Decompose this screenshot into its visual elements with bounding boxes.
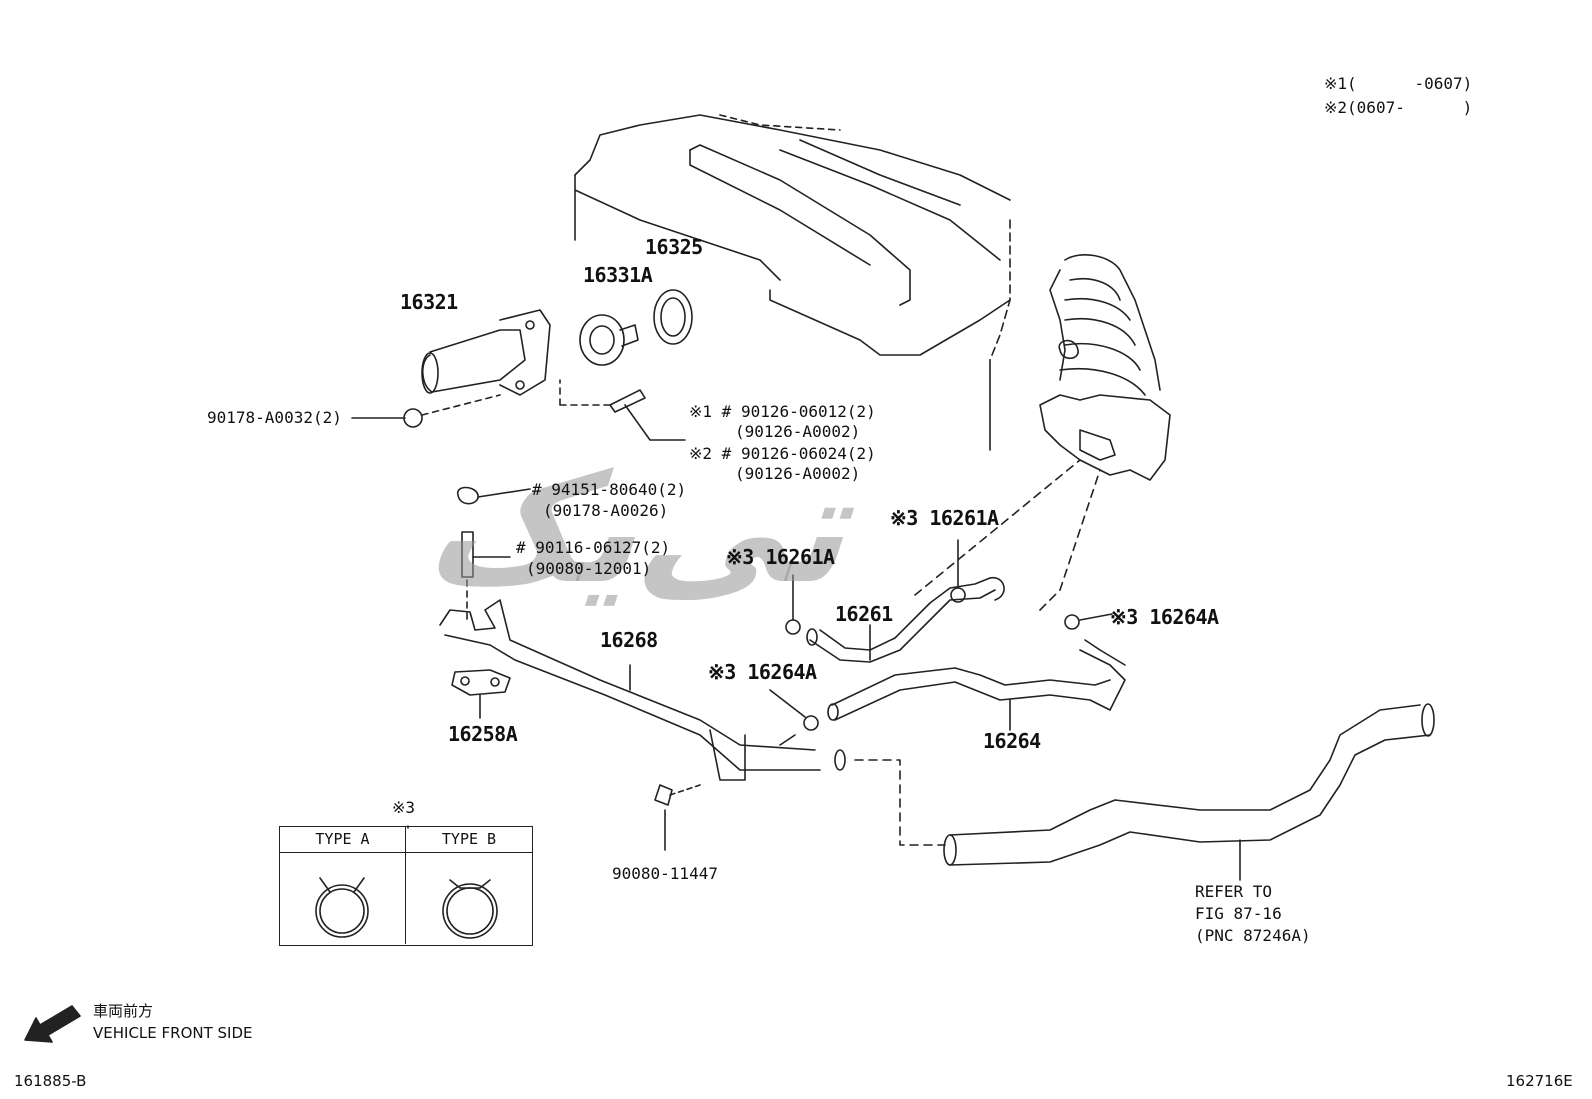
part-label-16264A-left: ※3 16264A [708,660,817,684]
part-label-16264A-right: ※3 16264A [1110,605,1219,629]
legend-clamp-type-a-drawing [315,877,369,938]
thermostat-drawing [579,314,639,366]
part-label-90126-06012: ※1 # 90126-06012(2) [689,402,876,421]
vehicle-front-jp: 車両前方 [93,1002,154,1020]
figure-code-left: 161885-B [14,1072,87,1090]
part-label-90126-A0002-a: (90126-A0002) [735,422,861,441]
nut-drawing [351,379,611,428]
vehicle-front-arrow-icon [24,1005,81,1043]
part-label-90126-A0002-b: (90126-A0002) [735,464,861,483]
hose-16261-drawing [806,577,1005,663]
part-label-16261: 16261 [835,602,893,626]
legend-title: ※3 [392,798,416,817]
clamp-type-legend: TYPE A TYPE B [279,826,533,946]
clamps-drawing [769,539,1113,731]
stud-drawing [609,389,686,441]
part-label-94151-80640: # 94151-80640(2) [532,480,687,499]
variant-note-2: ※2(0607- ) [1324,98,1473,117]
variant-note-1: ※1( -0607) [1324,74,1473,93]
bracket-fasteners-drawing [457,486,531,621]
dashed-leaders [854,459,1101,846]
refer-line-1: REFER TO [1195,882,1273,901]
vehicle-front-en: VEHICLE FRONT SIDE [93,1024,253,1042]
refer-line-2: FIG 87-16 [1195,904,1282,923]
part-label-90178-A0032: 90178-A0032(2) [207,408,342,427]
part-label-90126-06024: ※2 # 90126-06024(2) [689,444,876,463]
plate-gasket-drawing [451,669,511,719]
engine-block [574,114,1011,451]
legend-type-b-label: TYPE B [406,827,532,853]
part-label-16331A: 16331A [583,263,653,287]
part-label-16264: 16264 [983,729,1041,753]
legend-clamp-type-b-drawing [442,879,498,939]
part-label-16268: 16268 [600,628,658,652]
part-label-90116-06127: # 90116-06127(2) [516,538,671,557]
bypass-pipe-drawing [439,599,846,781]
hose-16264-drawing [827,639,1126,731]
part-label-16325: 16325 [645,235,703,259]
legend-type-a-label: TYPE A [280,827,405,853]
part-label-90178-A0026: (90178-A0026) [543,501,669,520]
legend-cell-type-b: TYPE B [406,827,532,944]
part-label-16261A-right: ※3 16261A [890,506,999,530]
part-label-16258A: 16258A [448,722,518,746]
figure-code-right: 162716E [1506,1072,1573,1090]
refer-line-3: (PNC 87246A) [1195,926,1311,945]
inlet-hose-assembly [1039,254,1171,481]
radiator-hose-drawing [943,703,1435,881]
bolt-drawing [654,784,701,851]
gasket-drawing [653,289,693,345]
part-label-16261A-left: ※3 16261A [726,545,835,569]
part-label-90080-11447: 90080-11447 [612,864,718,883]
part-label-16321: 16321 [400,290,458,314]
part-label-90080-12001: (90080-12001) [526,559,652,578]
legend-cell-type-a: TYPE A [280,827,406,944]
water-outlet-drawing [421,309,551,396]
